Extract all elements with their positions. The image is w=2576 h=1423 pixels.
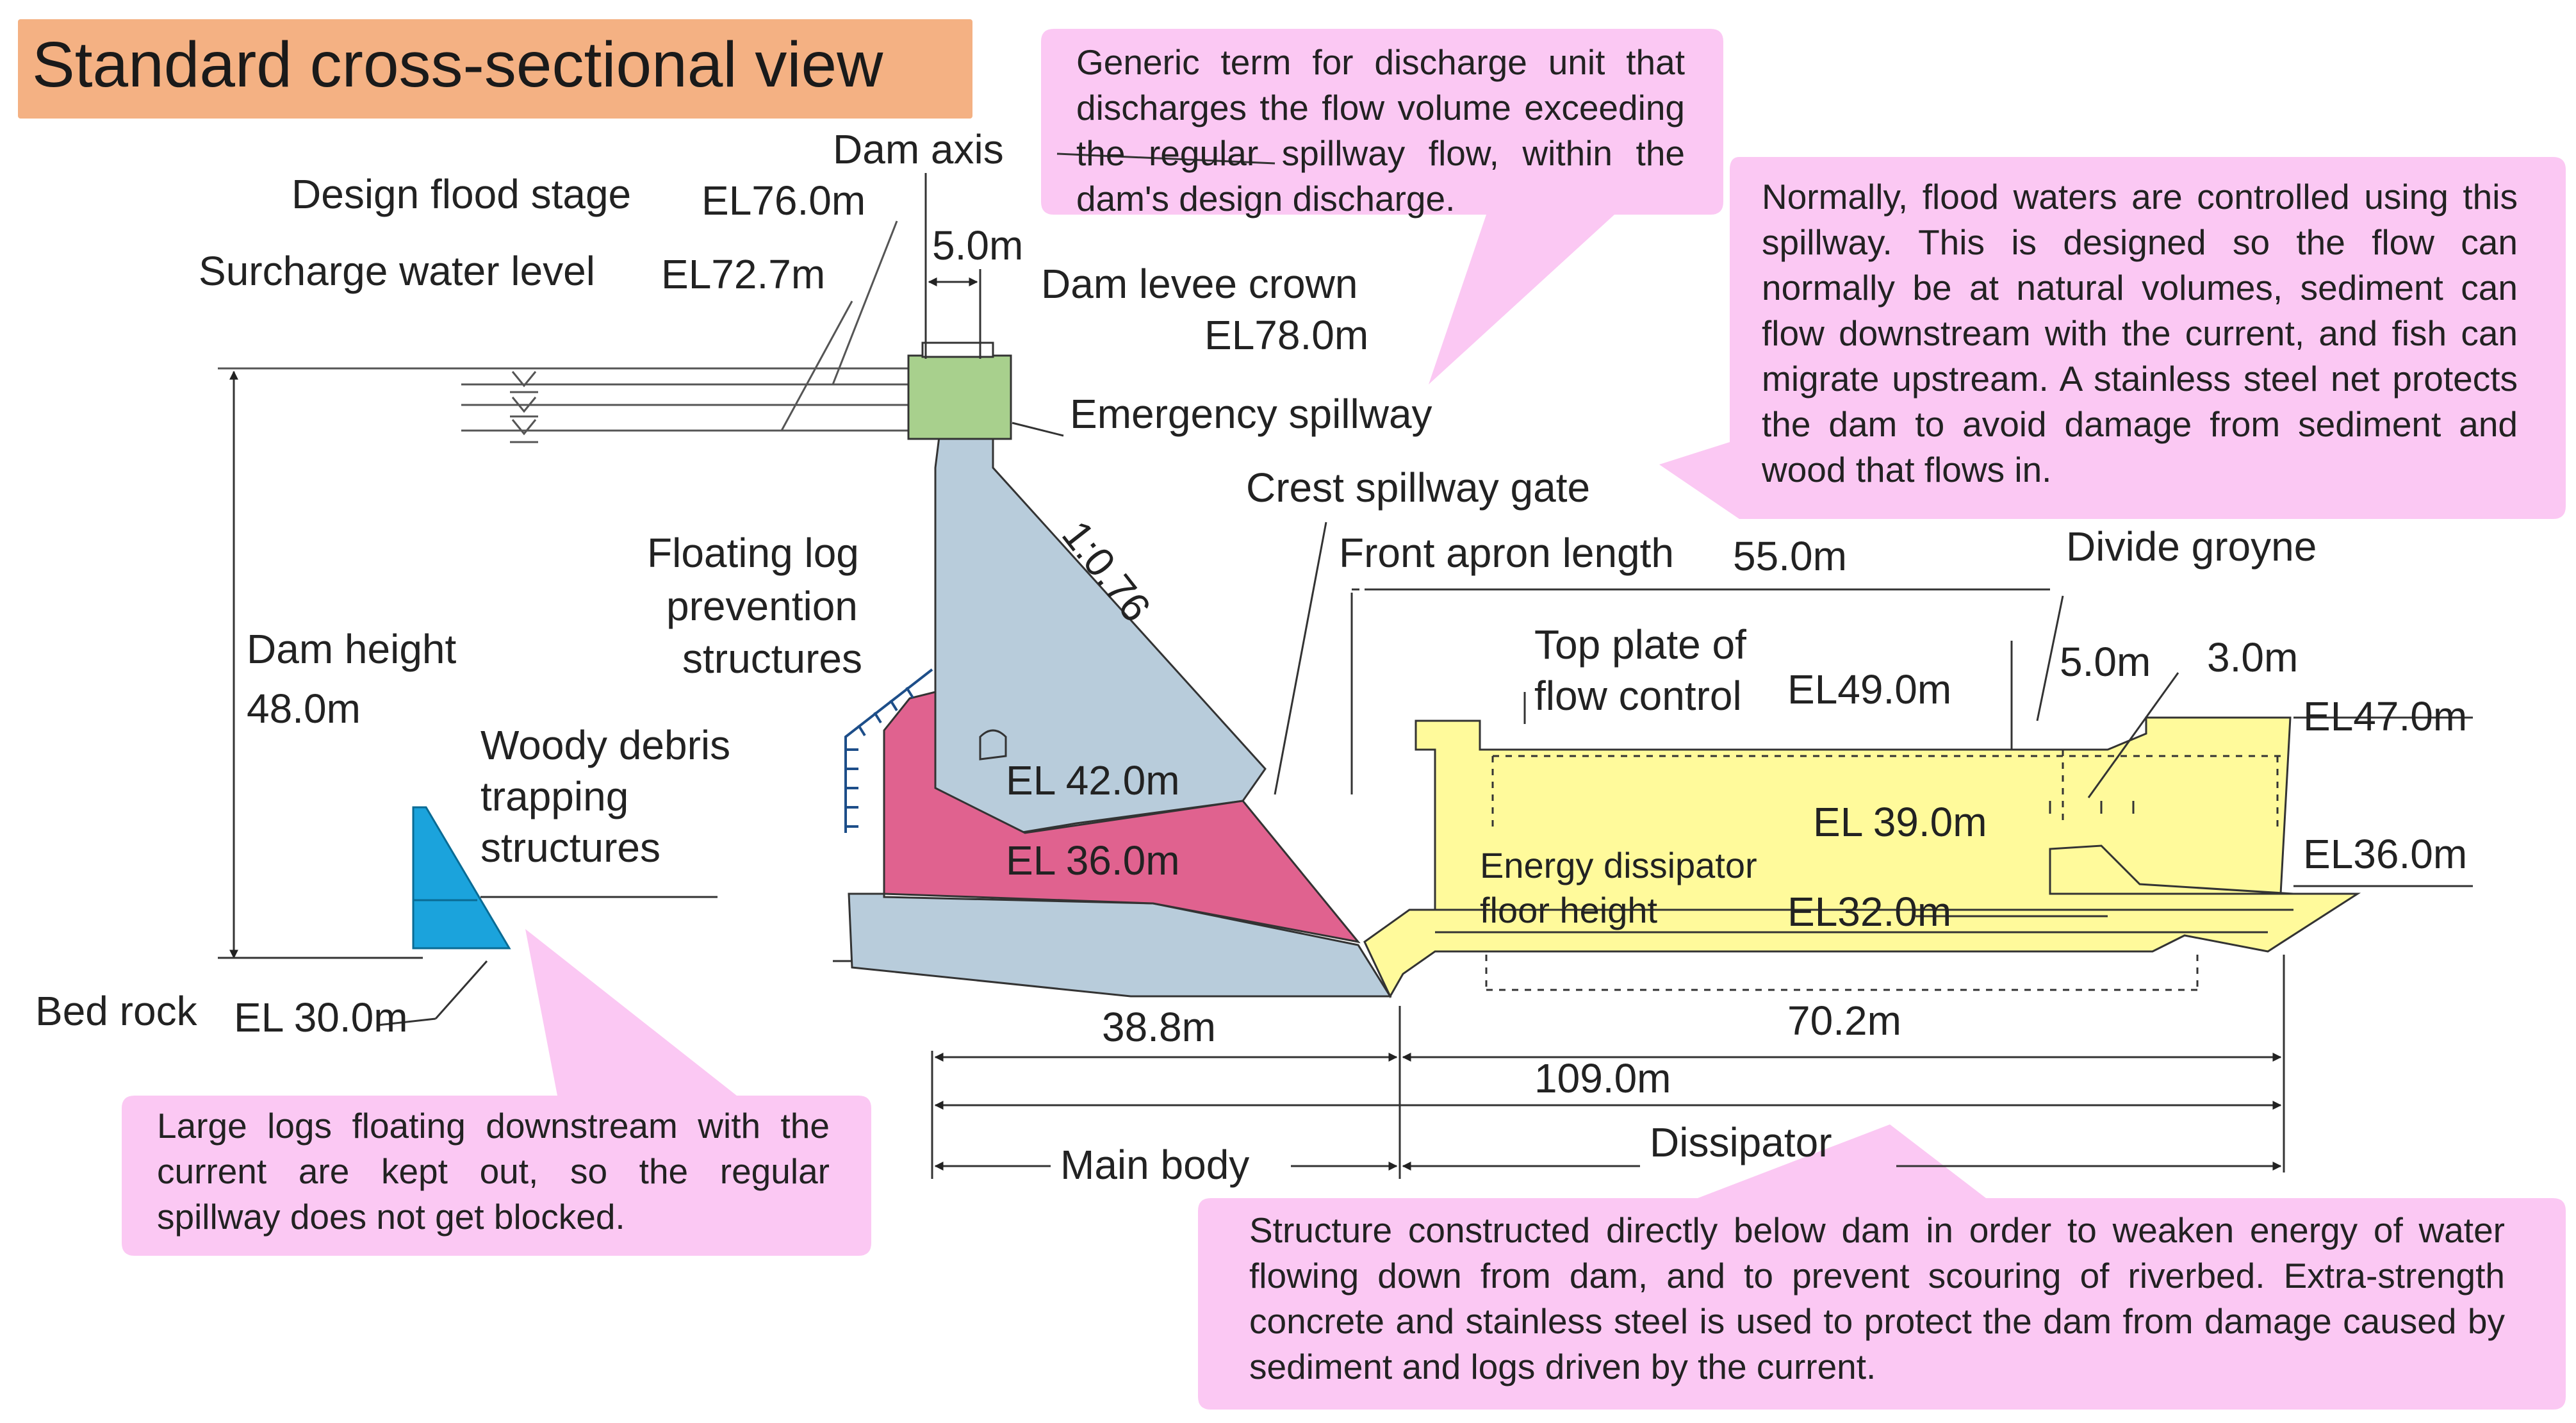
label-groyne-width-1: 5.0m — [2060, 639, 2151, 685]
label-dissipator: Dissipator — [1650, 1119, 1832, 1165]
label-el-32: EL32.0m — [1787, 889, 1951, 935]
bubble-text-generic-term: Generic term for discharge unit that dis… — [1076, 42, 1685, 218]
label-crest-spillway-gate: Crest spillway gate — [1246, 465, 1590, 511]
label-dam-height-value: 48.0m — [247, 686, 361, 732]
dam-body — [934, 415, 1267, 834]
dam-axis-line — [924, 173, 981, 359]
dimension-lines — [931, 955, 2285, 1179]
bubble-text-structure: Structure constructed directly below dam… — [1249, 1210, 2505, 1386]
label-dim-38-8: 38.8m — [1102, 1004, 1216, 1050]
label-woody-1: Woody debris — [480, 722, 730, 768]
label-top-plate-1: Top plate of — [1534, 621, 1746, 668]
label-surcharge-el: EL72.7m — [661, 251, 825, 297]
label-crest-width: 5.0m — [932, 222, 1023, 268]
bubble-structure — [1198, 1124, 2566, 1410]
label-main-body: Main body — [1060, 1142, 1249, 1188]
label-front-apron: Front apron length — [1339, 530, 1674, 576]
label-floating-log-1: Floating log — [647, 530, 859, 576]
label-floating-log-3: structures — [682, 636, 862, 682]
label-woody-3: structures — [480, 825, 660, 871]
label-dam-height: Dam height — [247, 626, 457, 672]
dam-inner-core — [883, 691, 1361, 944]
bubble-large-logs — [122, 929, 871, 1256]
label-el-39: EL 39.0m — [1813, 799, 1987, 845]
dam-crest — [907, 341, 1012, 440]
label-divide-groyne: Divide groyne — [2066, 523, 2317, 570]
label-el-49: EL49.0m — [1787, 666, 1951, 712]
label-dam-axis: Dam axis — [833, 126, 1004, 172]
title-banner: Standard cross-sectional view — [18, 19, 972, 119]
label-design-flood-el: EL76.0m — [701, 177, 866, 224]
label-woody-2: trapping — [480, 773, 628, 819]
woody-debris-trap — [412, 806, 718, 950]
label-bed-rock: Bed rock — [35, 988, 198, 1034]
label-top-plate-2: flow control — [1534, 673, 1742, 719]
dam-foundation — [848, 892, 1392, 998]
bubble-text-large-logs: Large logs floating downstream with the … — [157, 1106, 830, 1237]
inspection-gallery — [979, 729, 1007, 761]
label-surcharge-water-level: Surcharge water level — [199, 248, 595, 294]
bubble-text-normally: Normally, flood waters are controlled us… — [1762, 177, 2518, 489]
label-dim-70-2: 70.2m — [1787, 998, 1901, 1044]
label-emergency-spillway: Emergency spillway — [1070, 391, 1432, 437]
bubble-normally — [1659, 157, 2566, 519]
label-groyne-width-2: 3.0m — [2207, 634, 2298, 680]
water-level-symbol — [510, 371, 538, 443]
label-bed-rock-el: EL 30.0m — [234, 994, 408, 1041]
dam-height-dimension — [218, 370, 423, 959]
label-energy-2: floor height — [1480, 890, 1658, 930]
energy-dissipator — [1363, 716, 2361, 999]
page-title: Standard cross-sectional view — [32, 29, 883, 101]
label-energy-1: Energy dissipator — [1480, 845, 1757, 885]
label-dam-levee-crown: Dam levee crown — [1041, 261, 1358, 307]
label-el-36-right: EL36.0m — [2303, 831, 2467, 877]
label-floating-log-2: prevention — [666, 583, 858, 629]
floating-log-screen — [844, 668, 933, 833]
water-level-lines — [218, 220, 923, 432]
label-dim-109: 109.0m — [1534, 1055, 1671, 1101]
label-design-flood-stage: Design flood stage — [291, 171, 631, 217]
label-el-36-body: EL 36.0m — [1006, 837, 1180, 884]
label-el-42: EL 42.0m — [1006, 757, 1180, 803]
label-el-47: EL47.0m — [2303, 693, 2467, 739]
label-dam-levee-crown-el: EL78.0m — [1204, 312, 1368, 358]
label-front-apron-value: 55.0m — [1733, 533, 1847, 579]
bubble-generic-term — [1041, 29, 1723, 384]
